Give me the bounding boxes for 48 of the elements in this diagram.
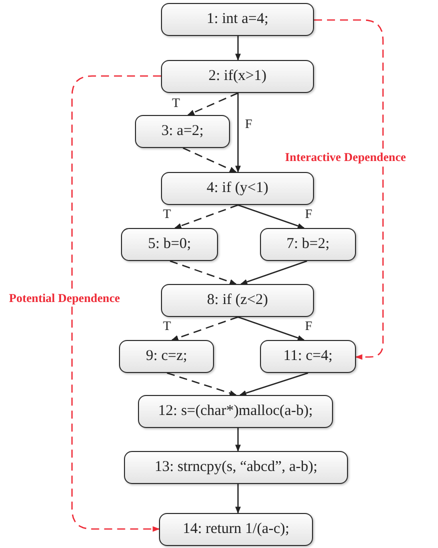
code-text: 1: int a=4;	[206, 11, 268, 28]
process-box	[260, 228, 356, 261]
code-text: 8: if (z<2)	[207, 292, 268, 309]
code-text: 11: c=4;	[283, 348, 333, 365]
code-text: 12: s=(char*)malloc(a-b);	[158, 403, 313, 420]
process-box	[159, 513, 313, 546]
code-text: 7: b=2;	[286, 236, 330, 253]
arrow	[238, 204, 305, 229]
process-box	[161, 60, 314, 93]
process-box	[135, 115, 230, 148]
edge-label: F	[304, 319, 314, 332]
arrow	[239, 372, 308, 396]
arrow	[171, 316, 238, 341]
process-box	[124, 451, 348, 484]
arrow	[238, 316, 305, 341]
process-box	[119, 340, 214, 373]
arrow	[235, 93, 241, 173]
arrow	[235, 484, 241, 514]
arrow	[240, 260, 308, 285]
edge-label: F	[244, 117, 254, 130]
code-text: 9: c=z;	[146, 348, 188, 365]
edge-label: T	[162, 319, 172, 332]
code-text: 3: a=2;	[161, 123, 204, 140]
arrow	[182, 147, 237, 173]
code-text: 2: if(x>1)	[208, 68, 267, 85]
edge-label: T	[171, 96, 181, 109]
edge-label: Interactive Dependence	[284, 151, 407, 163]
arrow	[170, 260, 237, 285]
code-text: 13: strncpy(s, “abcd”, a-b);	[154, 459, 318, 476]
process-box	[161, 3, 314, 36]
process-box	[161, 172, 314, 205]
process-box	[161, 284, 314, 317]
process-box	[138, 395, 333, 428]
edge-label: F	[304, 207, 314, 220]
dependence-arrow	[314, 19, 384, 360]
arrow	[174, 204, 238, 229]
arrow	[235, 36, 241, 61]
arrow	[235, 428, 241, 452]
process-box	[260, 340, 356, 373]
code-text: 4: if (y<1)	[206, 180, 268, 197]
code-text: 14: return 1/(a-c);	[182, 521, 290, 538]
edge-label: Potential Dependence	[8, 292, 121, 304]
edge-label: T	[162, 207, 172, 220]
arrow	[187, 92, 238, 116]
dependence-arrow	[71, 75, 161, 532]
code-text: 5: b=0;	[148, 236, 192, 253]
process-box	[121, 228, 218, 261]
arrow	[166, 372, 237, 396]
